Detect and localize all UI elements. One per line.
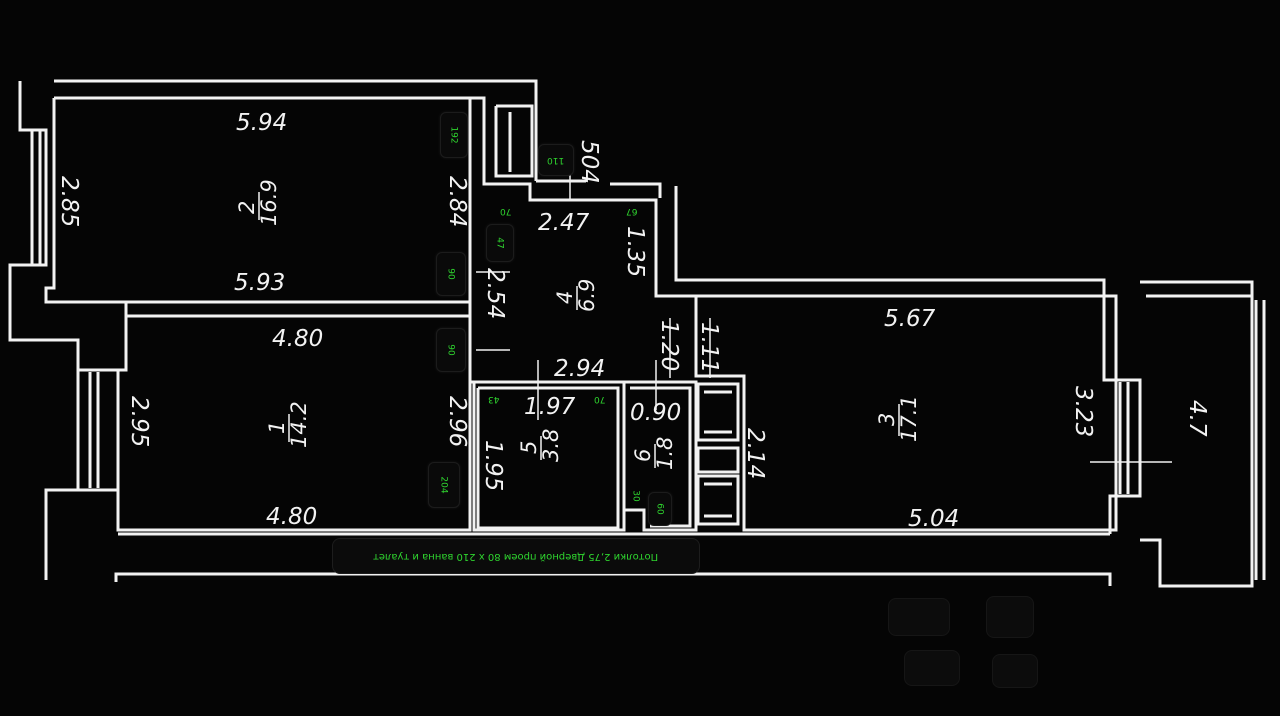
room-5-inner — [476, 386, 620, 530]
tag-47[interactable]: 47 — [486, 224, 514, 262]
dim-r1-bottom: 4.80 — [266, 504, 317, 530]
tag-70-bath-text: 70 — [594, 394, 606, 404]
tag-90-top-text: 90 — [445, 268, 456, 280]
dim-r3-bottom: 5.04 — [908, 506, 959, 532]
dim-hall-left: 2.54 — [482, 268, 508, 319]
dimension-labels: 5.94 5.93 2.85 2.84 4.80 4.80 2.95 2.96 … — [56, 110, 1210, 532]
tag-30: 30 — [628, 486, 644, 506]
room-4-area: 6.9 — [575, 279, 599, 312]
room-4-number: 4 — [553, 291, 577, 304]
dim-r3-top: 5.67 — [884, 306, 936, 332]
dim-corridor-a: 1.20 — [656, 320, 682, 371]
room-2-number: 2 — [235, 201, 259, 214]
room-3-window — [1102, 296, 1142, 534]
walls — [8, 79, 1266, 588]
outer-wall-left-bottom — [44, 488, 78, 580]
tag-70-hall: 70 — [496, 204, 516, 218]
room-3-number: 3 — [875, 413, 899, 426]
room-1-number: 1 — [265, 421, 289, 434]
tag-67-text: 67 — [626, 206, 638, 216]
entry-walls — [482, 120, 696, 298]
ghost-button-1[interactable] — [888, 598, 950, 636]
tag-47-text: 47 — [494, 237, 505, 249]
tag-192[interactable]: 192 — [440, 112, 468, 158]
ceiling-door-note-text: Потолки 2,75 Дверной проем 80 х 210 ванн… — [373, 550, 659, 562]
dim-r1-left: 2.95 — [126, 396, 152, 447]
ghost-button-2[interactable] — [986, 596, 1034, 638]
outer-wall-bottom-2 — [114, 572, 1112, 586]
outer-wall-mid — [674, 186, 1106, 298]
room-2-area: 16.9 — [257, 179, 281, 226]
tag-60[interactable]: 60 — [648, 492, 672, 526]
dim-r1-right: 2.96 — [444, 396, 470, 447]
dim-hall-bottom: 2.94 — [554, 356, 605, 382]
closet-box-3 — [696, 474, 740, 526]
room-6-inner — [630, 386, 692, 528]
hall-walls — [468, 200, 474, 384]
entry-right — [610, 182, 662, 198]
dim-r6-right: 2.14 — [742, 428, 768, 479]
dim-r5-width: 1.97 — [524, 394, 576, 420]
room-3-walls — [694, 294, 1118, 532]
closet-box-2 — [696, 446, 740, 474]
room-5-walls — [472, 380, 626, 532]
dim-r6-width: 0.90 — [630, 400, 681, 426]
ghost-button-3[interactable] — [904, 650, 960, 686]
dim-r1-top: 4.80 — [272, 326, 323, 352]
room-3-area: 17.1 — [897, 395, 921, 442]
dim-corridor-b: 1.11 — [696, 322, 722, 373]
tag-30-text: 30 — [630, 490, 641, 502]
dim-hall-right: 1.35 — [622, 226, 648, 277]
vent-block — [494, 104, 534, 178]
room-1-area: 14.2 — [287, 401, 311, 448]
dim-balcony: 4.7 — [1184, 400, 1210, 437]
room-6-area: 1.8 — [653, 437, 677, 470]
tag-110-text: 110 — [547, 155, 565, 165]
tag-110[interactable]: 110 — [538, 144, 574, 176]
closet-box-1 — [696, 382, 740, 442]
room-6-number: 6 — [631, 449, 655, 462]
tag-60-text: 60 — [654, 503, 665, 515]
room-5-area: 3.8 — [539, 429, 563, 462]
window-frame-left-top — [8, 81, 118, 372]
room-labels: 2 16.9 1 14.2 4 6.9 5 3.8 6 1.8 3 17.1 — [235, 179, 921, 470]
room-6-walls — [624, 380, 698, 532]
tag-192-text: 192 — [449, 126, 459, 144]
tag-67: 67 — [622, 204, 642, 218]
outer-wall-top-inner — [54, 96, 486, 120]
tag-204-text: 204 — [439, 476, 449, 494]
dim-r3-right: 3.23 — [1070, 386, 1096, 437]
tag-90-bottom[interactable]: 90 — [436, 328, 466, 372]
dim-hall-top: 2.47 — [538, 210, 590, 236]
tag-43-text: 43 — [488, 394, 500, 404]
tag-70-hall-text: 70 — [500, 206, 512, 216]
dim-entry: 504 — [576, 140, 602, 184]
dim-r5-height: 1.95 — [480, 440, 506, 491]
dim-r2-top: 5.94 — [236, 110, 287, 136]
dim-r2-bottom: 5.93 — [234, 270, 285, 296]
dim-r2-left: 2.85 — [56, 176, 82, 227]
tag-204[interactable]: 204 — [428, 462, 460, 508]
room-1-walls — [116, 302, 472, 532]
tag-90-bottom-text: 90 — [445, 344, 456, 356]
outer-wall-top — [54, 79, 538, 181]
ceiling-door-note: Потолки 2,75 Дверной проем 80 х 210 ванн… — [332, 538, 700, 574]
tag-43: 43 — [484, 392, 504, 406]
ghost-button-4[interactable] — [992, 654, 1038, 688]
tag-70-bath: 70 — [590, 392, 610, 406]
room-5-number: 5 — [517, 441, 541, 454]
dim-r2-right: 2.84 — [444, 176, 470, 227]
balcony-frame — [1140, 280, 1254, 588]
tag-90-top[interactable]: 90 — [436, 252, 466, 296]
